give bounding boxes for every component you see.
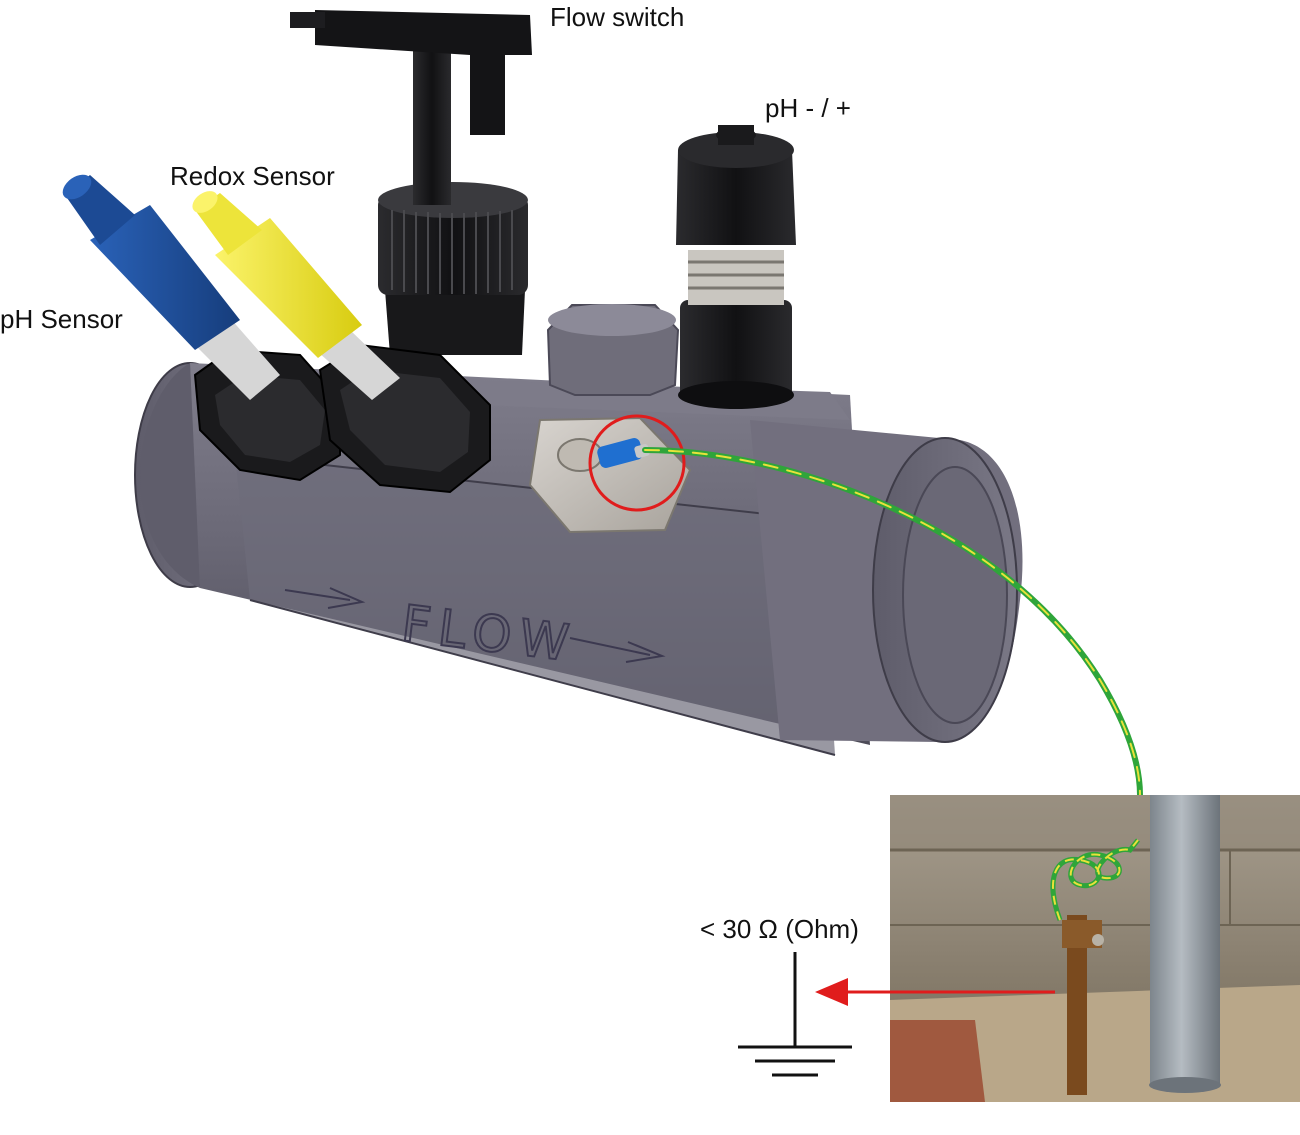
redox-sensor-label: Redox Sensor bbox=[170, 161, 335, 191]
ground-rod-photo bbox=[890, 795, 1300, 1102]
hex-plug bbox=[546, 304, 680, 396]
flow-arrow-icon bbox=[569, 637, 666, 663]
ph-minus-plus-injector bbox=[676, 125, 796, 409]
ground-symbol-icon bbox=[738, 952, 852, 1077]
ph-minus-plus-label: pH - / + bbox=[765, 93, 851, 123]
flow-switch bbox=[290, 10, 532, 355]
highlight-circle bbox=[588, 414, 686, 512]
redox-sensor bbox=[192, 191, 491, 494]
arrow-left-icon bbox=[815, 978, 1055, 1006]
ph-sensor bbox=[62, 174, 341, 482]
flow-switch-label: Flow switch bbox=[550, 2, 684, 32]
ph-sensor-label: pH Sensor bbox=[0, 304, 123, 334]
ground-resistance-label: < 30 Ω (Ohm) bbox=[700, 914, 859, 944]
flow-arrow-icon bbox=[284, 587, 366, 609]
